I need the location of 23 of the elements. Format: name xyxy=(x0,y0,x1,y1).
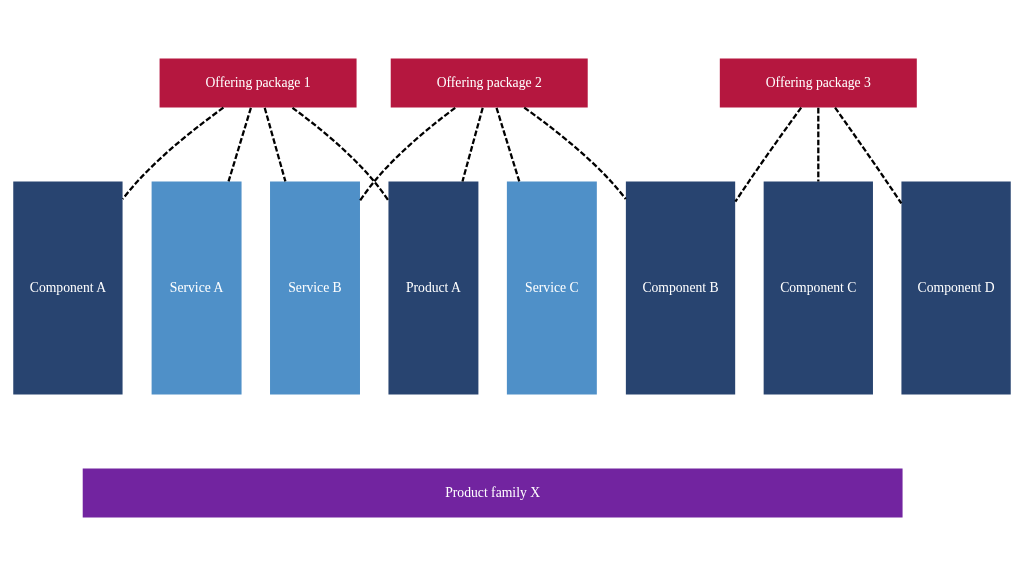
node-box: Service C xyxy=(506,181,597,395)
connector xyxy=(834,107,903,204)
node-box: Offering package 3 xyxy=(719,58,917,108)
connector xyxy=(461,107,484,182)
connector xyxy=(817,107,820,182)
connector xyxy=(359,106,456,202)
connector xyxy=(227,107,252,182)
connector xyxy=(523,106,627,200)
node-box: Offering package 2 xyxy=(390,58,588,108)
node-box: Service B xyxy=(270,181,360,395)
node-box: Product A xyxy=(388,181,479,395)
connector xyxy=(121,106,225,200)
node-box: Component D xyxy=(901,181,1011,395)
node-box: Component C xyxy=(763,181,873,395)
node-box: Component B xyxy=(625,181,736,395)
connector xyxy=(734,106,803,203)
node-box: Product family X xyxy=(82,468,903,518)
connector xyxy=(263,107,287,182)
node-box: Service A xyxy=(151,181,242,395)
connector xyxy=(495,107,521,182)
node-box: Component A xyxy=(13,181,123,395)
node-box: Offering package 1 xyxy=(159,58,357,108)
connector xyxy=(291,106,390,201)
